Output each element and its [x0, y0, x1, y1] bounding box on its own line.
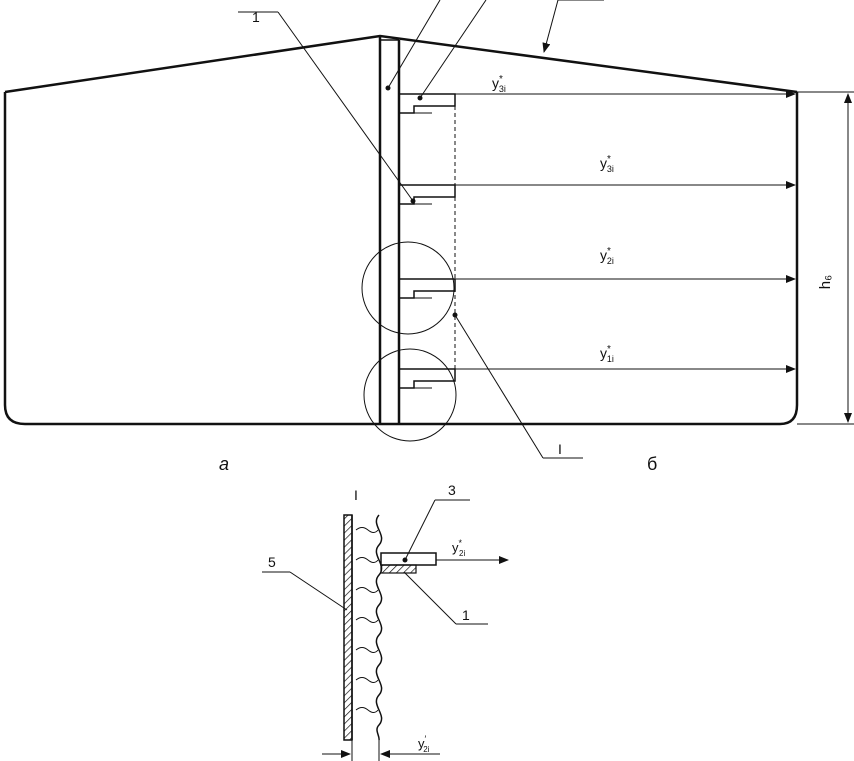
detail-callout-5: 5 — [268, 554, 276, 570]
dim-label-2: y*3i — [600, 154, 614, 174]
detail-circle-lower — [363, 348, 457, 442]
height-dimension — [797, 91, 854, 425]
leader-lines-top — [238, 0, 604, 459]
detail-dim-label-bottom: y′2i — [418, 734, 430, 754]
cladding-plate — [343, 514, 353, 741]
bracket-1 — [399, 368, 456, 389]
insulation-layer — [351, 514, 383, 741]
detail-title: I — [354, 487, 358, 503]
height-label: h₆ — [817, 275, 834, 289]
central-wall — [378, 36, 401, 424]
detail-bottom-dimension — [322, 740, 440, 761]
view-b-label: б — [647, 454, 657, 474]
dim-label-3: y*2i — [600, 246, 614, 266]
detail-leaders — [262, 499, 488, 625]
bracket-3 — [399, 184, 456, 205]
callout-1-top: 1 — [252, 9, 260, 25]
view-a-label: а — [219, 454, 229, 474]
detail-bracket — [380, 552, 437, 574]
detail-dim-label-right: y*2i — [452, 538, 465, 558]
dim-label-4: y*1i — [600, 344, 614, 364]
detail-mark: I — [558, 441, 562, 457]
detail-callout-1: 1 — [462, 607, 470, 623]
bracket-2 — [399, 278, 456, 299]
bracket-4 — [399, 93, 456, 114]
detail-circle-upper — [361, 241, 455, 335]
detail-callout-3: 3 — [448, 482, 456, 498]
dim-label-1: y*3i — [492, 74, 506, 94]
